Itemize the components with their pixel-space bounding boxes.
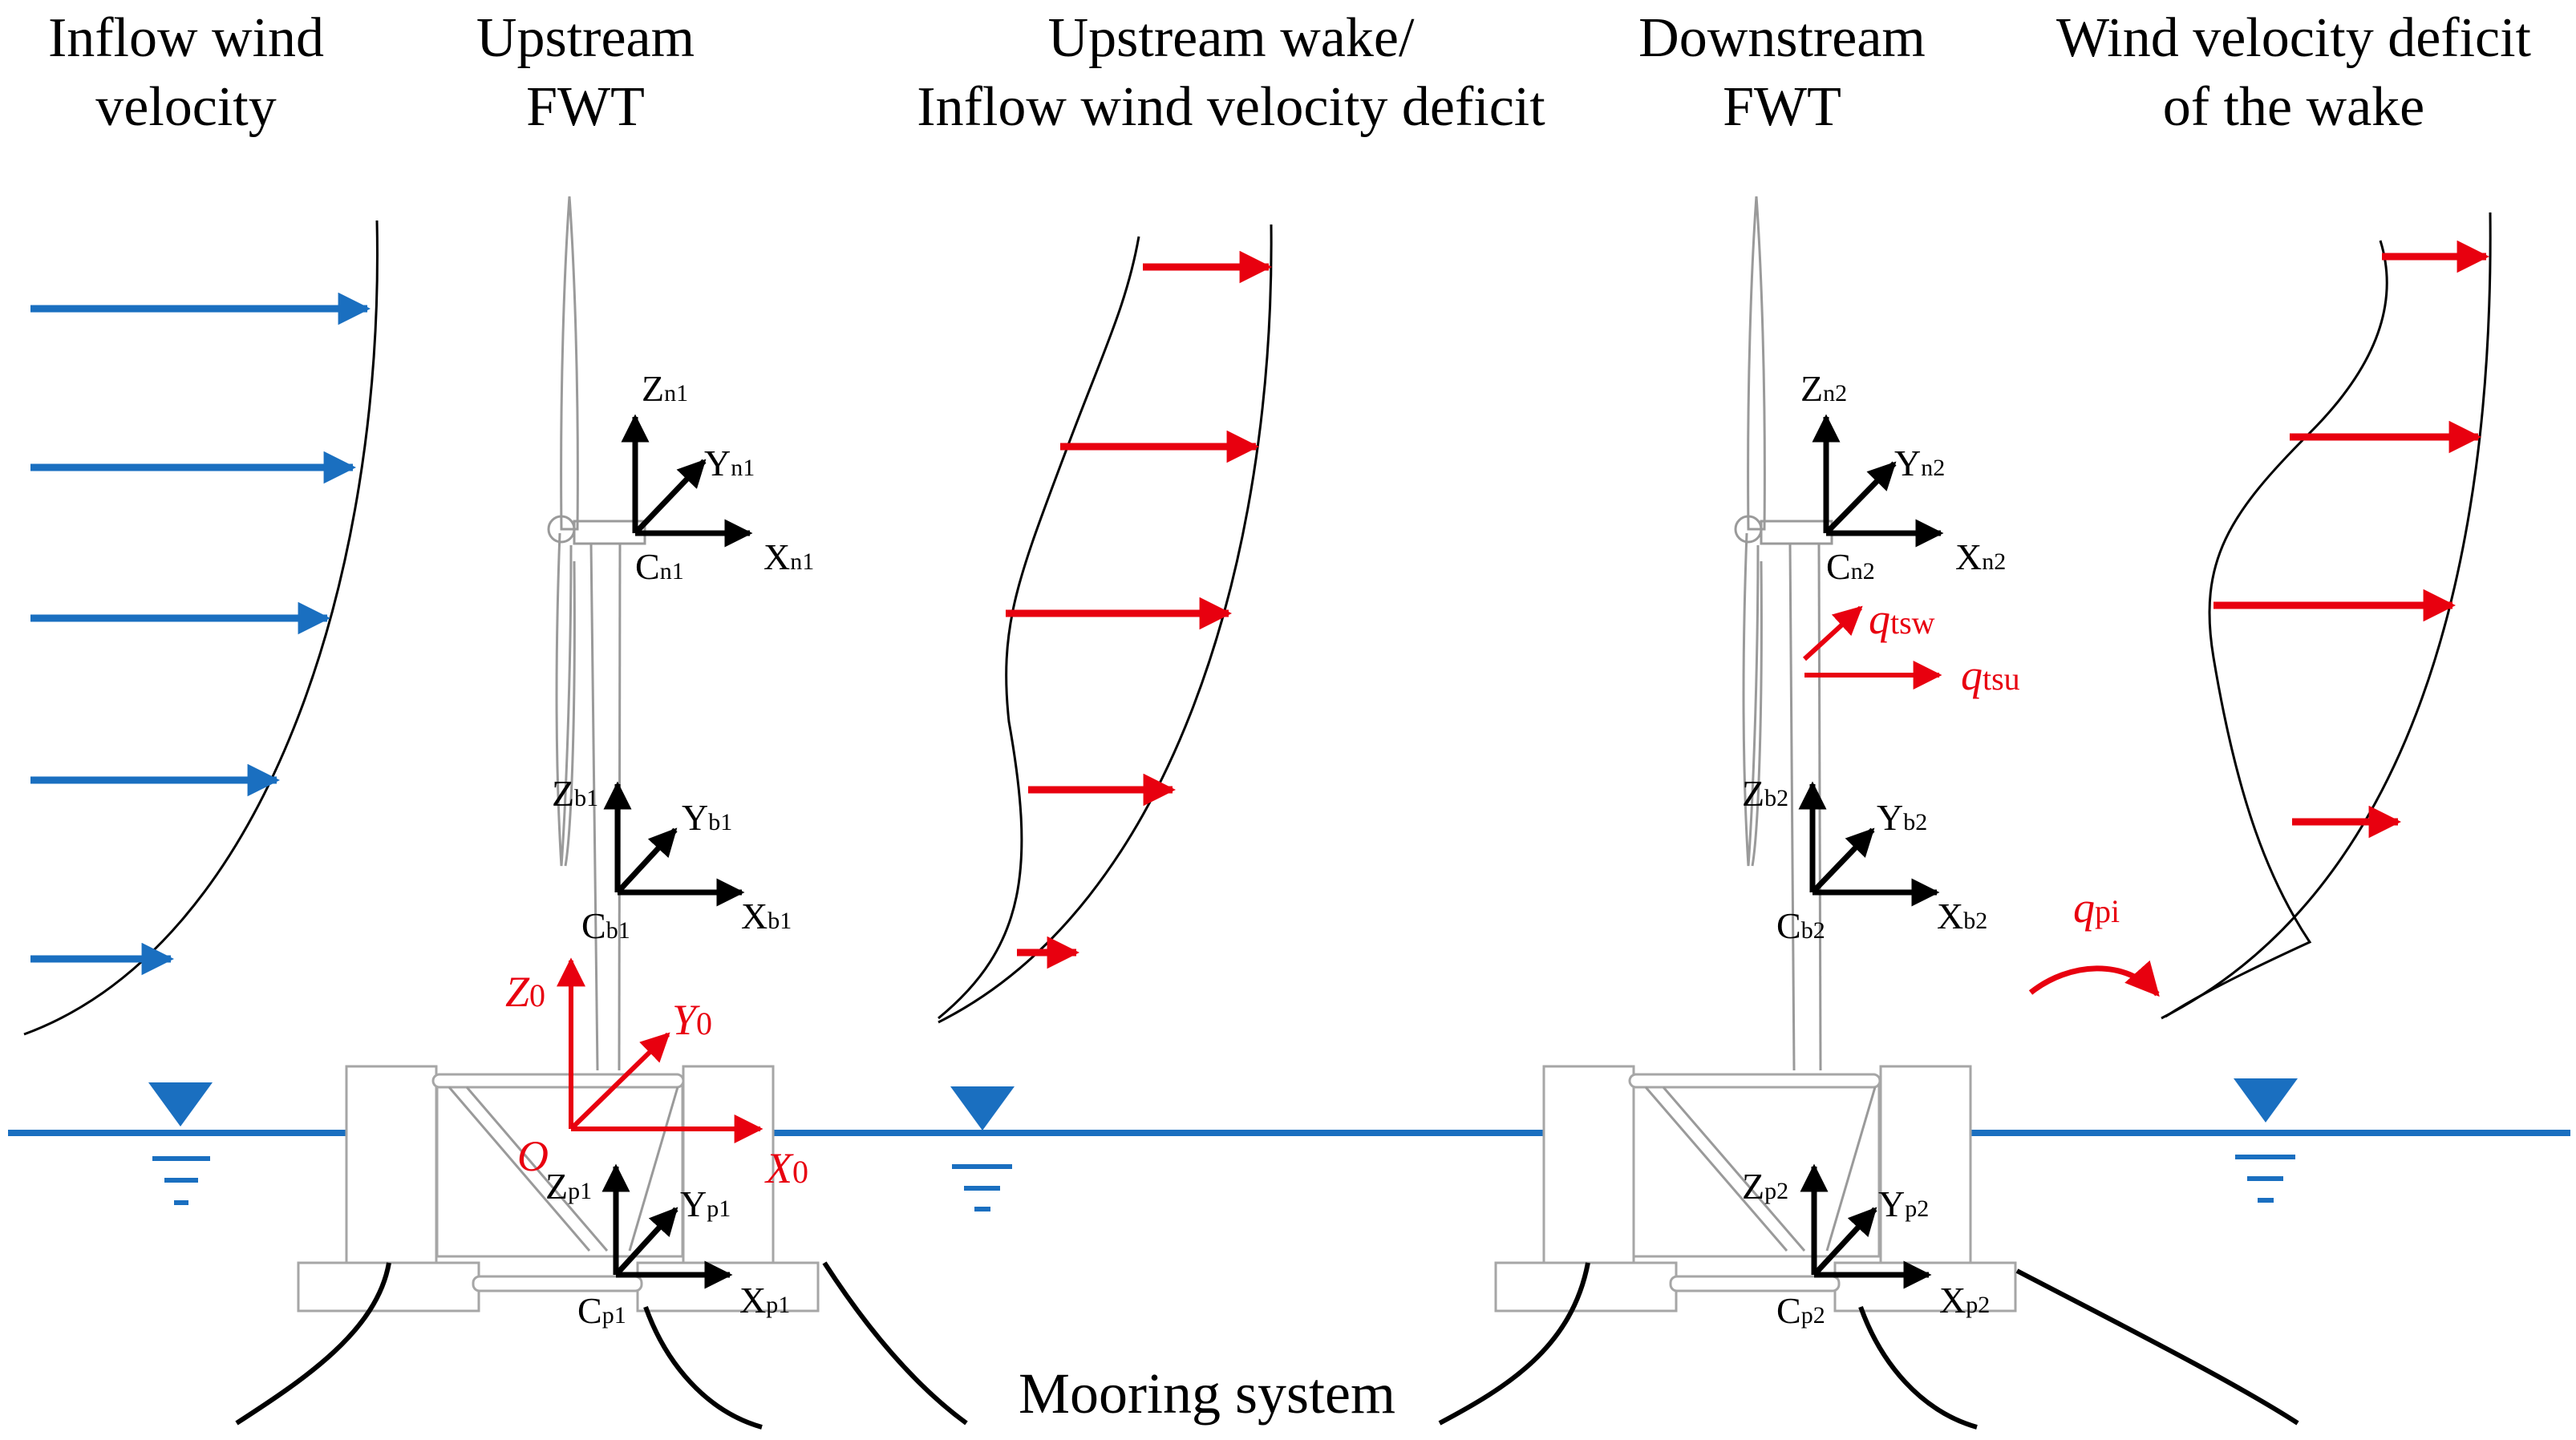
axis-c-n2: Cn2: [1826, 546, 1875, 587]
water-level-icon: [950, 1086, 1015, 1211]
axis-c-p1: Cp1: [577, 1290, 626, 1331]
axis-y-p2: Yp2: [1878, 1183, 1929, 1224]
mooring-line-6: [2015, 1268, 2299, 1426]
title-upstream-fwt-line2: FWT: [526, 76, 645, 138]
axis-y-n2: Yn2: [1894, 443, 1945, 483]
mooring-line-3: [822, 1261, 968, 1426]
titles: Inflow wind velocity Upstream FWT Upstre…: [48, 7, 2532, 138]
caption-mooring-system: Mooring system: [1019, 1361, 1395, 1426]
deficit-outer-curve: [2161, 212, 2492, 1020]
title-upstream-wake-line2: Inflow wind velocity deficit: [917, 76, 1545, 138]
axis-x-p1: Xp1: [739, 1280, 790, 1321]
axis-x-n2: Xn2: [1955, 536, 2006, 577]
axis-y-0: Y0: [672, 996, 712, 1044]
upstream-blade-top: [560, 196, 579, 531]
axis-z-0: Z0: [505, 968, 545, 1016]
axis-z-b2: Zb2: [1742, 773, 1788, 814]
load-q-tsw: qtsw: [1869, 595, 1935, 643]
downstream-turbine: [1494, 196, 2017, 1313]
downstream-platform-right-column: [1879, 1065, 1972, 1268]
axis-c-b1: Cb1: [581, 905, 630, 946]
upstream-platform-left-column: [345, 1065, 438, 1268]
title-downstream-fwt-line1: Downstream: [1638, 7, 1926, 69]
frame-p2: Zp2 Yp2 Xp2 Cp2: [1742, 1163, 1990, 1331]
axis-y-b1: Yb1: [682, 797, 732, 838]
title-upstream-fwt-line1: Upstream: [476, 7, 695, 69]
title-inflow-line2: velocity: [95, 76, 276, 138]
inflow-profile: [23, 220, 379, 1036]
water-level-icon: [148, 1082, 213, 1205]
upstream-wake-inner-curve: [938, 236, 1140, 1020]
axis-x-b1: Xb1: [741, 896, 792, 936]
arrow-icon: [1802, 605, 1863, 661]
deficit-profile: [2161, 212, 2492, 1020]
origin-label: O: [517, 1132, 549, 1180]
axis-x-n1: Xn1: [763, 536, 814, 577]
axis-x-p2: Xp2: [1939, 1280, 1990, 1321]
load-q-pi: qpi: [2073, 884, 2120, 932]
downstream-blade-bottom: [1742, 532, 1760, 867]
frame-n1: Zn1 Yn1 Xn1 Cn1: [621, 368, 814, 587]
upstream-blade-bottom: [555, 532, 573, 867]
axis-y-b2: Yb2: [1877, 797, 1927, 838]
frame-n2: Zn2 Yn2 Xn2 Cn2: [1800, 368, 2006, 587]
axis-c-b2: Cb2: [1776, 905, 1825, 946]
upstream-platform-right-pontoon: [636, 1261, 820, 1313]
mooring-line-4: [1438, 1262, 1590, 1426]
frame-b2: Zb2 Yb2 Xb2 Cb2: [1742, 773, 1987, 946]
title-upstream-wake-line1: Upstream wake/: [1048, 7, 1415, 69]
axis-z-p1: Zp1: [545, 1166, 592, 1207]
global-frame: Z0 Y0 X0 O: [505, 957, 808, 1192]
title-deficit-line2: of the wake: [2163, 76, 2425, 138]
inflow-profile-curve: [23, 220, 379, 1036]
axis-x-0: X0: [764, 1144, 808, 1192]
axis-z-n1: Zn1: [642, 368, 688, 409]
title-inflow-line1: Inflow wind: [48, 7, 324, 69]
downstream-blade-top: [1747, 196, 1766, 531]
axis-c-n1: Cn1: [635, 546, 684, 587]
axis-y-p1: Yp1: [680, 1183, 731, 1224]
title-downstream-fwt-line2: FWT: [1723, 76, 1841, 138]
water-level-icon: [2234, 1078, 2298, 1203]
mooring-line-2: [643, 1305, 763, 1430]
mooring-lines: [235, 1261, 2299, 1430]
axis-x-b2: Xb2: [1937, 896, 1987, 936]
frame-p1: Zp1 Yp1 Xp1 Cp1: [545, 1163, 790, 1331]
mooring-line-5: [1858, 1305, 1978, 1430]
load-q-tsu: qtsu: [1961, 651, 2020, 699]
loads: qtsw qtsu qpi: [1802, 595, 2160, 997]
title-deficit-line1: Wind velocity deficit: [2056, 7, 2532, 69]
downstream-platform-left-column: [1542, 1065, 1635, 1268]
axis-c-p2: Cp2: [1776, 1290, 1825, 1331]
upstream-platform-right-column: [682, 1065, 775, 1268]
upstream-wake-profile: [938, 224, 1273, 1024]
deficit-inner-curve: [2165, 240, 2388, 1018]
frame-b1: Zb1 Yb1 Xb1 Cb1: [552, 773, 792, 946]
upstream-wake-outer-curve: [938, 224, 1273, 1024]
axis-z-p2: Zp2: [1742, 1166, 1788, 1207]
mooring-line-1: [235, 1262, 391, 1426]
upstream-turbine: [297, 196, 820, 1313]
curved-arrow-icon: [2028, 960, 2160, 997]
axis-y-n1: Yn1: [704, 443, 755, 483]
axis-z-n2: Zn2: [1800, 368, 1847, 409]
axis-z-b1: Zb1: [552, 773, 598, 814]
